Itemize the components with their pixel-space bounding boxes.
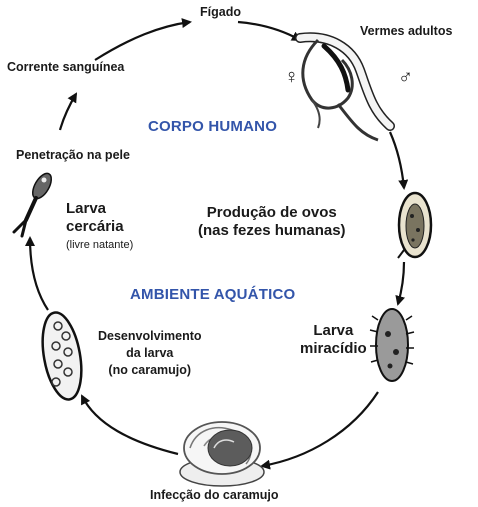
arrow-sporocyst-to-cercaria — [30, 238, 48, 310]
snail-icon — [180, 422, 264, 486]
adult-worms-icon — [300, 37, 390, 140]
region-ambiente-aquatico: AMBIENTE AQUÁTICO — [130, 286, 295, 303]
arrow-snail-to-sporocyst — [82, 396, 178, 454]
arrow-worms-to-eggs — [390, 132, 404, 188]
larva-cercaria-line1: Larva — [66, 200, 133, 218]
larva-cercaria-line2: cercária — [66, 218, 133, 236]
female-symbol-icon: ♀ — [284, 66, 299, 89]
arrow-blood-to-liver — [95, 22, 190, 60]
arrow-miracidium-to-snail — [262, 392, 378, 466]
producao-ovos-line1: Produção de ovos — [198, 204, 346, 222]
male-symbol-icon: ♂ — [398, 66, 413, 89]
larva-miracidio-line2: miracídio — [300, 340, 367, 358]
desenvolvimento-line3: (no caramujo) — [98, 362, 202, 379]
label-corrente-sanguinea: Corrente sanguínea — [7, 60, 124, 74]
producao-ovos-line2: (nas fezes humanas) — [198, 222, 346, 240]
desenvolvimento-line2: da larva — [98, 345, 202, 362]
label-vermes-adultos: Vermes adultos — [360, 24, 452, 38]
label-desenvolvimento-larva: Desenvolvimento da larva (no caramujo) — [98, 328, 202, 379]
egg-icon — [398, 193, 431, 258]
larva-miracidio-line1: Larva — [300, 322, 367, 340]
label-infeccao-caramujo: Infecção do caramujo — [150, 488, 279, 502]
larva-cercaria-line3: (livre natante) — [66, 236, 133, 254]
cercaria-icon — [14, 170, 55, 236]
region-corpo-humano: CORPO HUMANO — [148, 118, 277, 135]
miracidium-icon — [370, 309, 414, 381]
arrow-liver-to-worms — [238, 22, 300, 40]
sporocyst-icon — [37, 310, 88, 403]
label-larva-miracidio: Larva miracídio — [300, 322, 367, 358]
label-penetracao-pele: Penetração na pele — [16, 148, 130, 162]
label-figado: Fígado — [200, 5, 241, 19]
arrow-skin-to-blood — [60, 94, 76, 130]
arrow-eggs-to-miracidium — [398, 262, 404, 304]
label-larva-cercaria: Larva cercária (livre natante) — [66, 200, 133, 254]
label-producao-ovos: Produção de ovos (nas fezes humanas) — [198, 204, 346, 240]
desenvolvimento-line1: Desenvolvimento — [98, 328, 202, 345]
